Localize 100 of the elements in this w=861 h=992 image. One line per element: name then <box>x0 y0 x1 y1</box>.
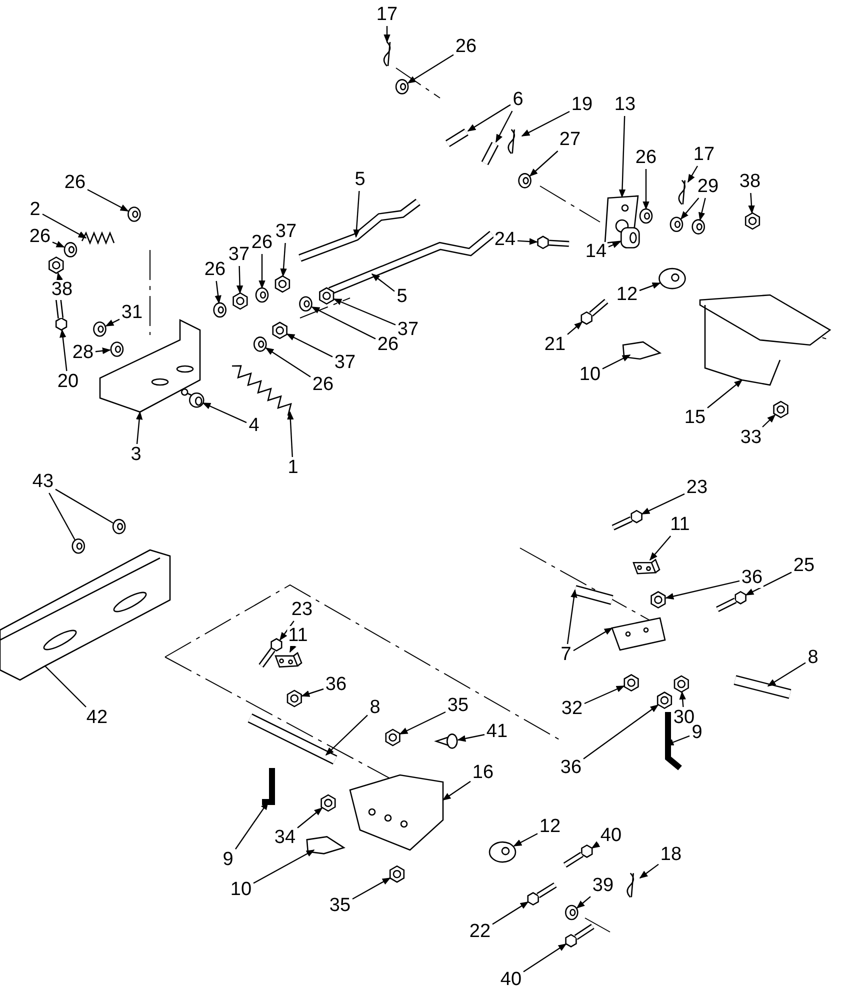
leader-line <box>602 354 631 370</box>
leader-line <box>748 192 755 214</box>
washer <box>299 296 312 312</box>
leader-line <box>573 627 613 652</box>
bolt <box>55 298 68 331</box>
callout-number: 38 <box>50 280 74 300</box>
clamp-plate <box>274 652 302 668</box>
leader-line <box>52 240 65 248</box>
bolt <box>537 236 570 250</box>
leader-line <box>442 780 471 800</box>
hex-nut <box>656 692 672 710</box>
leader-line <box>513 833 538 847</box>
pin <box>445 128 468 148</box>
bracket <box>306 836 346 854</box>
callout-number: 36 <box>740 568 764 588</box>
leader-line <box>105 318 120 327</box>
leader-line <box>60 329 68 372</box>
tube <box>248 714 338 764</box>
washer <box>692 219 705 234</box>
leader-line <box>583 704 659 760</box>
leader-line <box>641 493 685 515</box>
bolt <box>612 510 642 530</box>
washer <box>93 321 106 337</box>
washer <box>213 302 226 318</box>
leader-line <box>642 169 650 210</box>
screw <box>434 734 458 749</box>
hinge-bracket <box>611 617 666 651</box>
tube <box>574 585 614 605</box>
leader-line <box>42 214 87 239</box>
leader-line <box>136 411 143 444</box>
slide-bar <box>0 549 171 681</box>
leader-line <box>333 298 396 326</box>
hex-nut <box>674 675 689 693</box>
pedal <box>349 774 444 851</box>
leader-line <box>745 572 792 596</box>
washer <box>639 208 653 224</box>
hex-nut <box>320 794 336 812</box>
leader-line <box>680 198 700 220</box>
leader-line <box>529 150 558 177</box>
washer <box>128 206 141 222</box>
leader-line <box>639 282 661 292</box>
leader-line <box>687 166 698 183</box>
hex-nut <box>274 275 290 293</box>
hair-pin-clip <box>626 872 634 898</box>
leader-line <box>56 272 63 282</box>
hair-pin-clip <box>508 128 515 154</box>
leader-line <box>698 198 706 221</box>
leader-line <box>258 254 266 289</box>
leader-line <box>384 26 390 43</box>
washer <box>253 336 267 352</box>
leader-line <box>467 104 511 132</box>
leader-line <box>48 492 76 540</box>
leader-line <box>608 241 621 248</box>
washer <box>110 342 124 357</box>
leader-line <box>280 242 287 277</box>
leader-line <box>665 580 740 600</box>
leader-line <box>95 348 111 354</box>
flange-plate <box>488 841 516 863</box>
leader-line <box>457 734 485 742</box>
clamp-plate <box>632 558 660 574</box>
leader-line <box>584 685 625 704</box>
leader-line <box>762 414 776 428</box>
hex-nut <box>232 292 248 310</box>
spring <box>232 365 292 416</box>
hair-pin-clip <box>678 180 686 205</box>
hair-pin-clip <box>383 41 391 67</box>
leader-line <box>265 348 311 378</box>
leader-line <box>253 849 315 884</box>
leader-line <box>371 274 395 292</box>
leader-line <box>289 644 296 653</box>
spring <box>81 231 115 245</box>
leader-line <box>566 589 578 644</box>
leader-line <box>87 189 129 212</box>
hex-nut <box>48 256 64 274</box>
leader-line <box>679 691 686 708</box>
leader-line <box>567 321 583 335</box>
leader-line <box>495 110 513 143</box>
pin <box>481 142 499 166</box>
leader-line <box>297 807 323 828</box>
hex-nut <box>650 591 666 609</box>
leader-line <box>618 116 626 198</box>
leader-line <box>517 238 538 245</box>
washer <box>565 904 578 920</box>
bracket <box>99 318 201 413</box>
leader-line <box>521 110 570 137</box>
leader-line <box>523 944 567 972</box>
leader-line <box>591 841 600 848</box>
leader-line <box>286 333 333 358</box>
bolt <box>580 298 608 325</box>
hex-nut <box>389 865 405 883</box>
bolt <box>565 924 594 948</box>
bolt <box>527 882 557 906</box>
leader-line <box>55 488 114 524</box>
leader-line <box>44 666 86 708</box>
leader-line <box>492 902 529 925</box>
washer <box>255 287 269 303</box>
leader-line <box>767 662 806 686</box>
hex-nut <box>286 690 302 708</box>
washer <box>670 216 684 232</box>
bracket <box>622 341 662 360</box>
